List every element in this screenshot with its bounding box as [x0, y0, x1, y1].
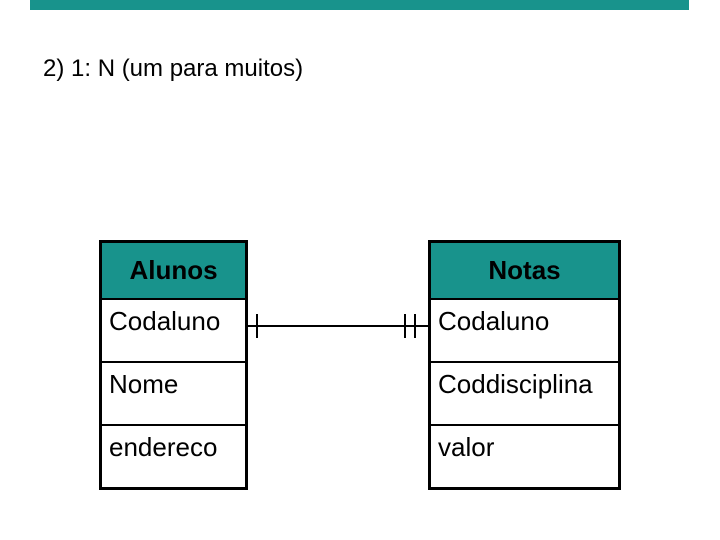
cardinality-tick-right-2: [414, 314, 416, 338]
field-row-alunos-endereco: endereco: [102, 424, 245, 487]
cardinality-tick-left: [256, 314, 258, 338]
table-header-notas: Notas: [431, 243, 618, 298]
field-row-alunos-nome: Nome: [102, 361, 245, 424]
cardinality-tick-right-1: [404, 314, 406, 338]
slide-accent-bar: [30, 0, 689, 10]
field-row-notas-codaluno: Codaluno: [431, 298, 618, 361]
slide-title: 2) 1: N (um para muitos): [43, 55, 304, 82]
entity-table-notas: Notas Codaluno Coddisciplina valor: [428, 240, 621, 490]
field-row-notas-coddisciplina: Coddisciplina: [431, 361, 618, 424]
field-row-notas-valor: valor: [431, 424, 618, 487]
field-row-alunos-codaluno: Codaluno: [102, 298, 245, 361]
entity-table-alunos: Alunos Codaluno Nome endereco: [99, 240, 248, 490]
relationship-line: [247, 325, 428, 327]
table-header-alunos: Alunos: [102, 243, 245, 298]
